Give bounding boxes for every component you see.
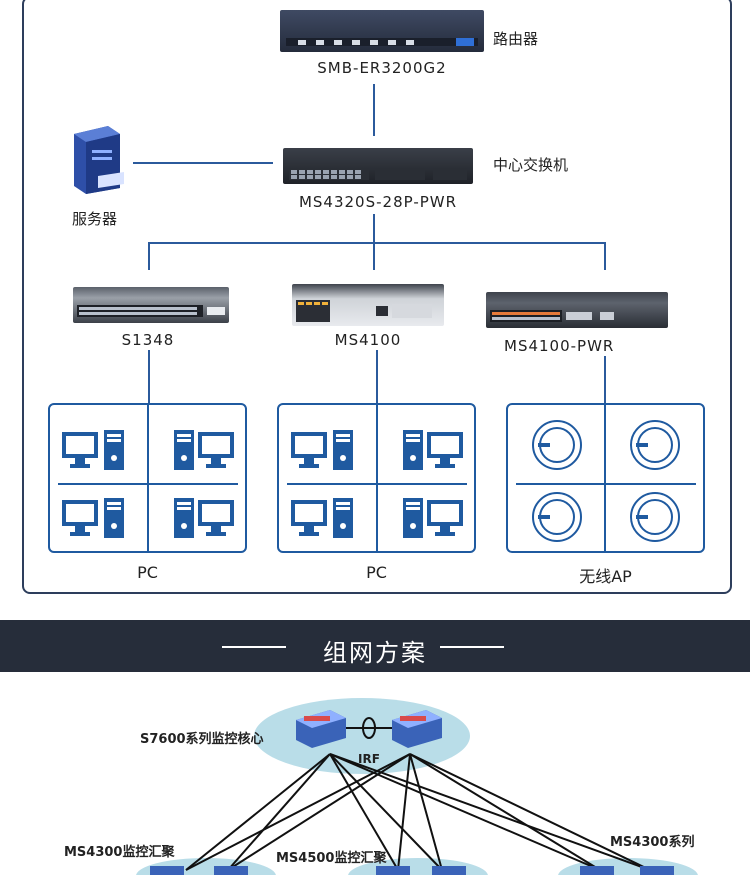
s1348-ports-icon xyxy=(77,305,225,317)
pc-icon xyxy=(403,430,463,470)
s1348-switch-device xyxy=(73,287,229,323)
pc-group-2-divider-v xyxy=(376,403,378,553)
pc-icon xyxy=(291,430,353,470)
server-role: 服务器 xyxy=(72,210,118,228)
ms4100-switch-device xyxy=(292,284,444,326)
ms4100pwr-ports-icon xyxy=(490,310,614,322)
section-banner xyxy=(0,620,750,672)
ms4100-ports-icon xyxy=(296,300,432,322)
core-label: S7600系列监控核心 xyxy=(140,732,264,747)
agg-right-label: MS4300系列 xyxy=(610,835,695,850)
ms4100-group-link xyxy=(376,350,378,406)
core-switch-ports-icon xyxy=(289,168,467,180)
pc-group-1-label: PC xyxy=(137,563,158,582)
pc-group-1-divider-h xyxy=(58,483,238,485)
ms4100pwr-switch-device xyxy=(486,292,668,328)
core-switch-role: 中心交换机 xyxy=(493,156,569,174)
bus-drop-left xyxy=(148,242,150,270)
irf-label: IRF xyxy=(358,752,380,766)
router-role: 路由器 xyxy=(493,30,539,48)
pc-group-2-divider-h xyxy=(287,483,467,485)
ap-group-label: 无线AP xyxy=(579,567,632,586)
wireless-ap-icon xyxy=(532,420,582,470)
server-core-link xyxy=(133,162,273,164)
pc-group-1-divider-v xyxy=(147,403,149,553)
pc-icon xyxy=(174,430,234,470)
ms4100pwr-model: MS4100-PWR xyxy=(504,337,615,355)
wireless-ap-icon xyxy=(630,420,680,470)
ms4100-model: MS4100 xyxy=(334,331,402,349)
core-trunk-link xyxy=(373,214,375,242)
banner-title: 组网方案 xyxy=(323,639,427,667)
wireless-ap-icon xyxy=(532,492,582,542)
surveillance-topology xyxy=(136,698,698,875)
pc-icon xyxy=(174,498,234,538)
router-device xyxy=(280,10,484,52)
bus-drop-mid xyxy=(373,242,375,270)
server-icon xyxy=(74,126,124,194)
banner-rule-right xyxy=(440,646,504,648)
core-switch-model: MS4320S-28P-PWR xyxy=(298,193,458,211)
ap-group-divider-v xyxy=(604,403,606,553)
agg-left-label: MS4300监控汇聚 xyxy=(64,845,175,860)
router-ports-icon xyxy=(286,38,478,46)
ms4100pwr-group-link xyxy=(604,356,606,406)
pc-icon xyxy=(62,430,124,470)
core-switch-right-icon xyxy=(392,710,442,748)
pc-icon xyxy=(403,498,463,538)
ap-group-divider-h xyxy=(516,483,696,485)
pc-icon xyxy=(62,498,124,538)
banner-rule-left xyxy=(222,646,286,648)
router-core-link xyxy=(373,84,375,136)
s1348-model: S1348 xyxy=(121,331,175,349)
wireless-ap-icon xyxy=(630,492,680,542)
bus-drop-right xyxy=(604,242,606,270)
agg-mid-label: MS4500监控汇聚 xyxy=(276,851,387,866)
core-switch-left-icon xyxy=(296,710,346,748)
distribution-bus xyxy=(148,242,606,244)
s1348-group-link xyxy=(148,350,150,406)
core-switch-device xyxy=(283,148,473,184)
pc-icon xyxy=(291,498,353,538)
router-model: SMB-ER3200G2 xyxy=(317,59,447,77)
pc-group-2-label: PC xyxy=(366,563,387,582)
